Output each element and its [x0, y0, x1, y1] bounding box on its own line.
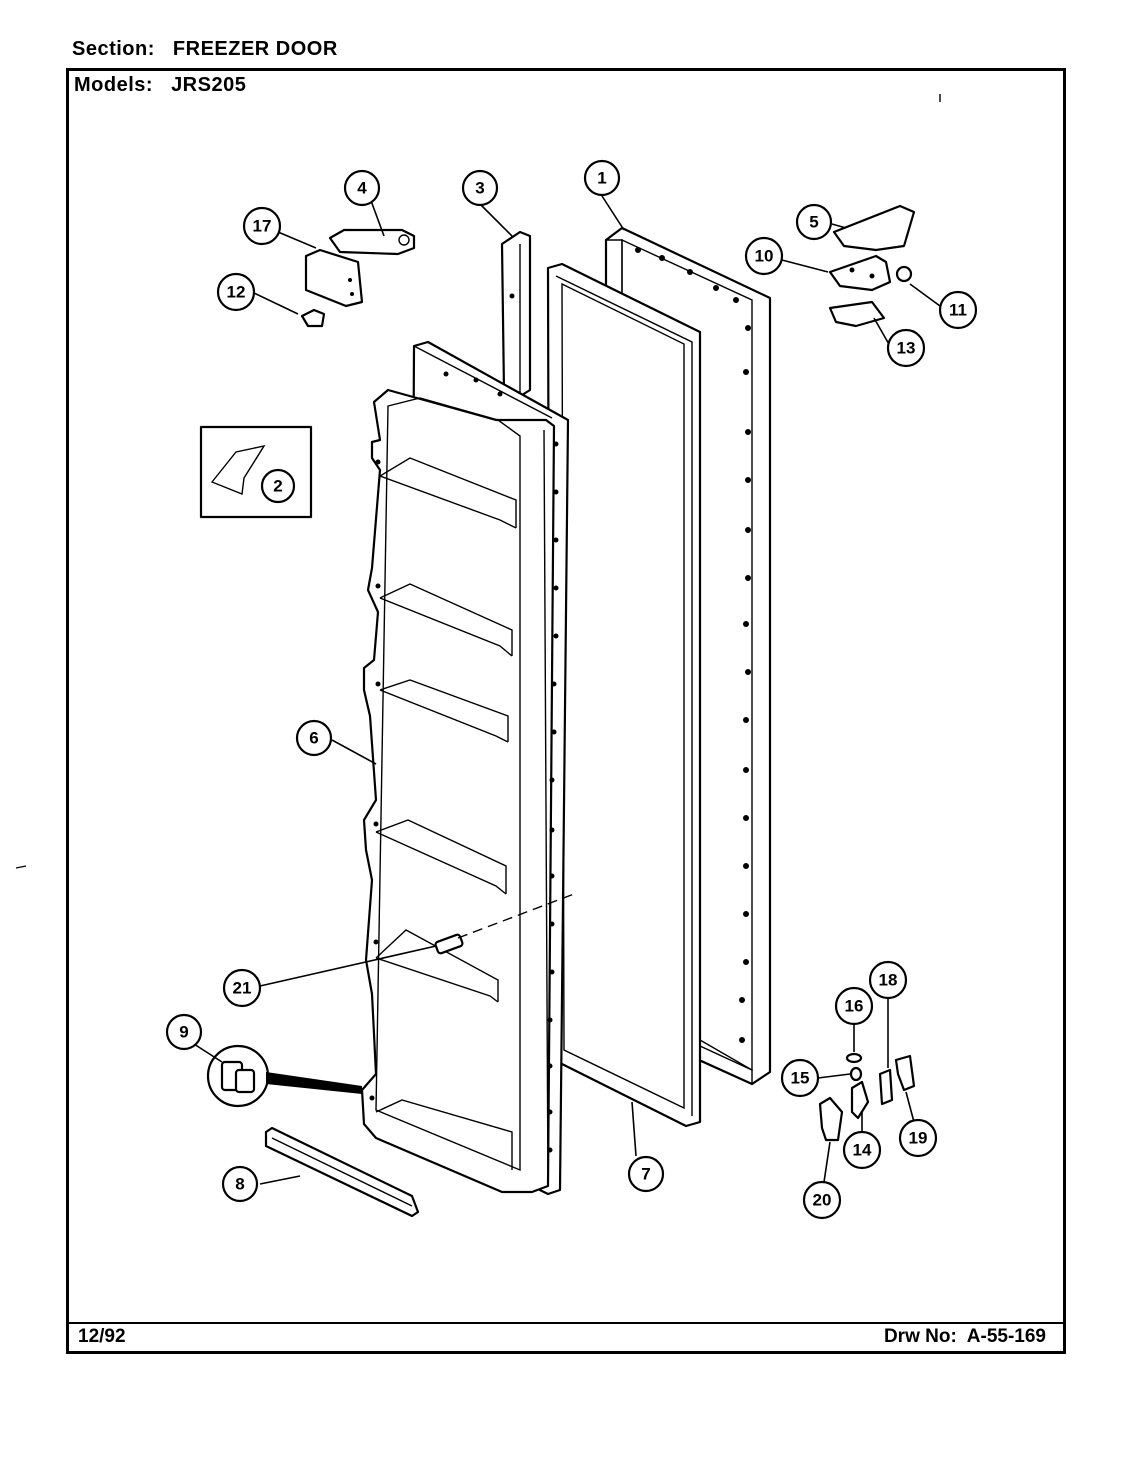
- part-15-bushing: [849, 1066, 863, 1082]
- svg-text:21: 21: [233, 979, 252, 998]
- svg-text:16: 16: [845, 997, 864, 1016]
- drawing-number-value: A-55-169: [966, 1326, 1046, 1347]
- callout-7: 7: [627, 1155, 665, 1193]
- callout-21: 21: [222, 968, 262, 1008]
- part-16-washer: [845, 1052, 863, 1064]
- part-3-hinge-strip: [500, 230, 532, 402]
- revision-date: 12/92: [78, 1326, 126, 1347]
- drawing-number-label: Drw No:: [883, 1326, 957, 1347]
- section-value: FREEZER DOOR: [172, 38, 338, 60]
- part-11-washer: [895, 265, 913, 283]
- svg-text:20: 20: [813, 1191, 832, 1210]
- callout-14: 14: [842, 1130, 882, 1170]
- callout-1: 1: [583, 159, 621, 197]
- callout-10: 10: [744, 236, 784, 276]
- callout-12: 12: [216, 272, 256, 312]
- part-13-shim: [828, 300, 886, 328]
- callout-11: 11: [938, 290, 978, 330]
- callout-13: 13: [886, 328, 926, 368]
- callout-17: 17: [242, 206, 282, 246]
- part-21-screw: [434, 893, 575, 955]
- part-14-hinge-pin: [850, 1080, 870, 1120]
- callout-16: 16: [834, 986, 874, 1026]
- svg-text:15: 15: [791, 1069, 810, 1088]
- callout-19: 19: [898, 1118, 938, 1158]
- drawing-number: Drw No: A-55-169: [884, 1326, 1046, 1348]
- part-17-bracket: [304, 248, 364, 308]
- svg-text:12: 12: [227, 283, 246, 302]
- section-label: Section:: [72, 38, 155, 60]
- callout-9: 9: [165, 1013, 203, 1051]
- svg-text:1: 1: [597, 169, 606, 188]
- callout-18: 18: [868, 960, 908, 1000]
- callout-20: 20: [802, 1180, 842, 1220]
- part-4-latch: [328, 228, 416, 256]
- callout-3: 3: [461, 169, 499, 207]
- svg-text:10: 10: [755, 247, 774, 266]
- models-value: JRS205: [171, 74, 247, 96]
- svg-text:9: 9: [179, 1023, 188, 1042]
- part-6-door-liner: [360, 340, 570, 1196]
- svg-text:18: 18: [879, 971, 898, 990]
- section-heading: Section: FREEZER DOOR: [72, 38, 338, 61]
- footer-divider: [66, 1322, 1066, 1324]
- svg-text:19: 19: [909, 1129, 928, 1148]
- svg-text:13: 13: [897, 339, 916, 358]
- part-19-bracket: [894, 1054, 916, 1092]
- svg-text:2: 2: [273, 477, 282, 496]
- part-5-hinge-cover: [832, 204, 916, 252]
- callout-15: 15: [780, 1058, 820, 1098]
- svg-text:11: 11: [949, 301, 967, 320]
- part-9-clip: [206, 1044, 362, 1108]
- svg-text:5: 5: [809, 213, 818, 232]
- svg-text:4: 4: [357, 179, 367, 198]
- part-10-hinge-plate: [828, 254, 892, 292]
- svg-text:14: 14: [853, 1141, 872, 1160]
- leader-lines: [193, 195, 941, 1185]
- drawing-frame: [66, 68, 1066, 1354]
- part-2-inset: [199, 425, 313, 519]
- svg-text:8: 8: [235, 1175, 244, 1194]
- part-8-bottom-trim: [264, 1126, 420, 1218]
- part-7-door-gasket: [546, 262, 702, 1128]
- part-18-shim: [878, 1068, 894, 1106]
- callout-5: 5: [795, 203, 833, 241]
- models-heading: Models: JRS205: [74, 74, 246, 97]
- callout-2: 2: [260, 468, 296, 504]
- part-12-plug: [300, 308, 326, 328]
- callout-6: 6: [295, 719, 333, 757]
- svg-text:3: 3: [475, 179, 484, 198]
- callout-4: 4: [343, 169, 381, 207]
- models-label: Models:: [74, 74, 154, 96]
- part-20-hinge-bracket: [818, 1096, 844, 1142]
- svg-text:17: 17: [253, 217, 272, 236]
- svg-text:6: 6: [309, 729, 318, 748]
- svg-text:7: 7: [641, 1165, 650, 1184]
- callout-8: 8: [221, 1165, 259, 1203]
